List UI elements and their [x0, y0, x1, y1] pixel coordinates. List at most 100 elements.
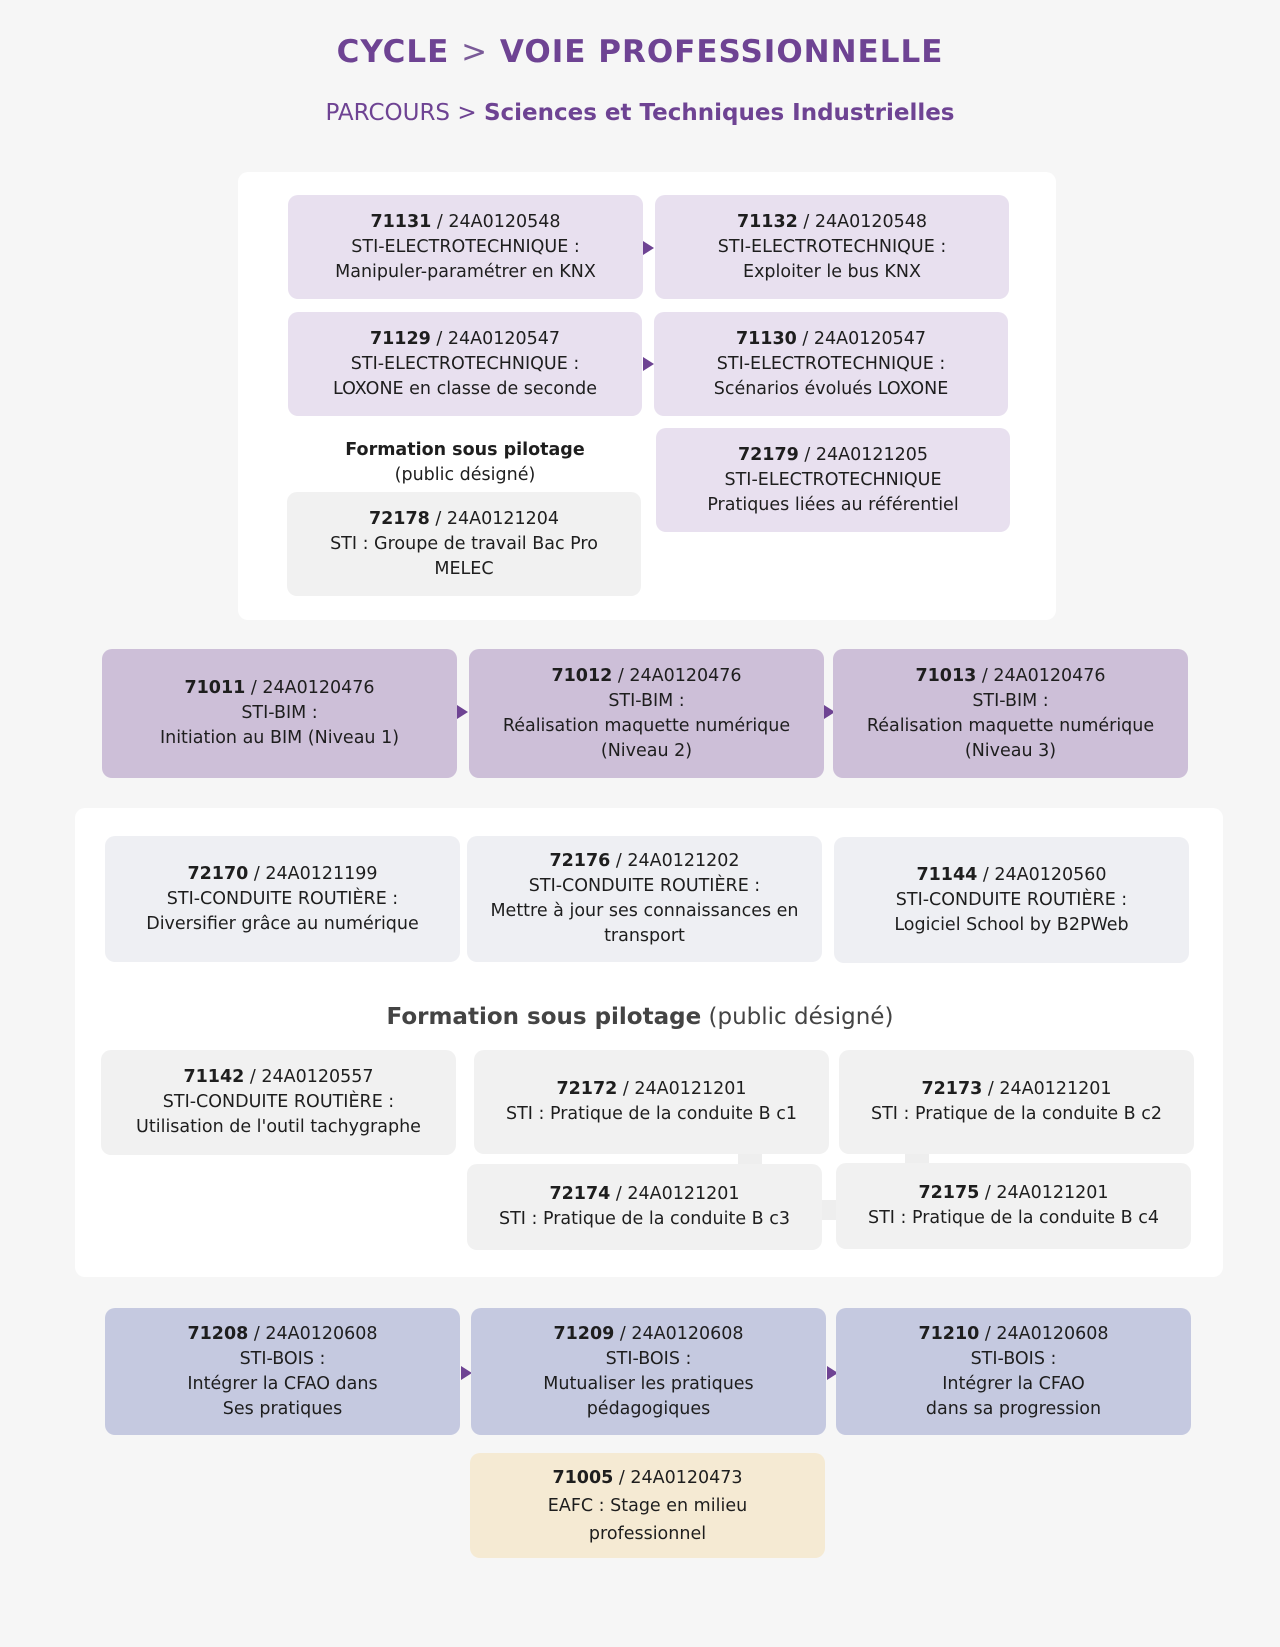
box-ref: / 24A0120547: [796, 328, 927, 349]
box-code: 71011: [184, 678, 246, 698]
box-ref: / 24A0120547: [430, 328, 561, 349]
box-code-line: 71209 / 24A0120608: [553, 1322, 743, 1347]
box-domain: STI-BIM :: [608, 690, 685, 711]
arrow-right-icon: [824, 705, 835, 719]
box-code: 72173: [921, 1079, 983, 1099]
box-title-cont: pédagogiques: [586, 1398, 711, 1419]
box-title: Réalisation maquette numérique: [866, 715, 1155, 736]
box-ref: / 24A0120473: [613, 1467, 743, 1488]
box-domain: STI-BOIS :: [239, 1348, 326, 1369]
training-box-71142[interactable]: 71142 / 24A0120557 STI-CONDUITE ROUTIÈRE…: [101, 1050, 456, 1155]
training-box-72172[interactable]: 72172 / 24A0121201 STI : Pratique de la …: [474, 1050, 829, 1154]
training-box-72173[interactable]: 72173 / 24A0121201 STI : Pratique de la …: [839, 1050, 1194, 1154]
page-title: CYCLE > VOIE PROFESSIONNELLE: [0, 34, 1280, 70]
pilotage-title: Formation sous pilotage: [386, 1004, 702, 1030]
box-domain: STI-ELECTROTECHNIQUE :: [717, 236, 947, 257]
training-box-72170[interactable]: 72170 / 24A0121199 STI-CONDUITE ROUTIÈRE…: [105, 836, 460, 962]
box-code-line: 72174 / 24A0121201: [549, 1182, 739, 1207]
training-box-71131[interactable]: 71131 / 24A0120548 STI-ELECTROTECHNIQUE …: [288, 195, 643, 299]
box-code-line: 72176 / 24A0121202: [549, 849, 739, 874]
box-title: Logiciel School by B2PWeb: [894, 914, 1129, 935]
training-box-72178[interactable]: 72178 / 24A0121204 STI : Groupe de trava…: [287, 492, 641, 596]
box-title: Réalisation maquette numérique: [502, 715, 791, 736]
parcours-label: PARCOURS: [325, 100, 451, 126]
training-box-71209[interactable]: 71209 / 24A0120608 STI-BOIS : Mutualiser…: [471, 1308, 826, 1435]
box-code: 72179: [737, 444, 799, 465]
box-code-line: 71129 / 24A0120547: [370, 327, 560, 352]
box-ref: / 24A0120476: [612, 665, 742, 686]
box-title: Utilisation de l'outil tachygraphe: [136, 1117, 421, 1137]
parcours-value: Sciences et Techniques Industrielles: [483, 100, 955, 126]
training-box-72176[interactable]: 72176 / 24A0121202 STI-CONDUITE ROUTIÈRE…: [467, 836, 822, 962]
training-box-71208[interactable]: 71208 / 24A0120608 STI-BOIS : Intégrer l…: [105, 1308, 460, 1435]
box-code-line: 71012 / 24A0120476: [551, 664, 741, 689]
box-code: 71132: [736, 211, 798, 232]
box-title: Pratiques liées au référentiel: [707, 494, 959, 515]
training-box-71005[interactable]: 71005 / 24A0120473 EAFC : Stage en milie…: [470, 1453, 825, 1558]
box-code: 72170: [187, 863, 249, 884]
box-code-line: 72178 / 24A0121204: [369, 507, 559, 532]
box-title: STI : Pratique de la conduite B c1: [506, 1104, 797, 1124]
pilotage-title: Formation sous pilotage: [345, 440, 585, 460]
box-code: 72176: [549, 851, 611, 871]
box-title: STI : Pratique de la conduite B c4: [868, 1208, 1159, 1228]
training-box-72175[interactable]: 72175 / 24A0121201 STI : Pratique de la …: [836, 1163, 1191, 1249]
box-ref: / 24A0121201: [610, 1184, 740, 1204]
box-ref: / 24A0120548: [797, 211, 928, 232]
training-box-71013[interactable]: 71013 / 24A0120476 STI-BIM : Réalisation…: [833, 649, 1188, 778]
box-code-line: 71013 / 24A0120476: [915, 664, 1105, 689]
box-code-line: 71208 / 24A0120608: [187, 1322, 377, 1347]
arrow-right-icon: [457, 705, 468, 719]
box-ref: / 24A0120548: [431, 211, 561, 232]
box-domain: STI-ELECTROTECHNIQUE :: [351, 236, 580, 257]
training-box-71129[interactable]: 71129 / 24A0120547 STI-ELECTROTECHNIQUE …: [288, 312, 642, 416]
box-domain: STI-BOIS :: [970, 1348, 1057, 1369]
box-title: STI : Pratique de la conduite B c2: [871, 1104, 1162, 1124]
arrow-right-icon: [643, 241, 654, 255]
box-title: Initiation au BIM (Niveau 1): [159, 728, 400, 748]
box-title: Scénarios évolués LOXONE: [713, 378, 949, 399]
training-box-71144[interactable]: 71144 / 24A0120560 STI-CONDUITE ROUTIÈRE…: [834, 837, 1189, 963]
box-code: 71142: [183, 1067, 245, 1087]
box-ref: / 24A0121201: [979, 1183, 1109, 1203]
training-box-72179[interactable]: 72179 / 24A0121205 STI-ELECTROTECHNIQUE …: [656, 428, 1010, 532]
box-code: 72175: [918, 1183, 980, 1203]
box-code: 71208: [187, 1323, 249, 1344]
pilotage-label: Formation sous pilotage (public désigné): [288, 438, 642, 488]
subtitle-separator: >: [457, 100, 477, 126]
training-box-71132[interactable]: 71132 / 24A0120548 STI-ELECTROTECHNIQUE …: [655, 195, 1009, 299]
box-code: 71013: [915, 665, 977, 686]
box-code: 71209: [553, 1323, 615, 1344]
box-title: LOXONE en classe de seconde: [333, 378, 597, 399]
box-code: 71129: [369, 328, 431, 349]
box-code-line: 72173 / 24A0121201: [921, 1077, 1111, 1102]
box-code: 71005: [552, 1467, 614, 1488]
box-code: 71130: [735, 328, 797, 349]
box-title-cont: MELEC: [434, 558, 494, 579]
box-ref: / 24A0120476: [245, 678, 375, 698]
box-domain: STI-CONDUITE ROUTIÈRE :: [166, 888, 399, 909]
arrow-right-icon: [827, 1366, 838, 1380]
box-code: 72174: [549, 1184, 611, 1204]
box-title-cont: Ses pratiques: [222, 1398, 343, 1419]
box-ref: / 24A0120608: [614, 1323, 744, 1344]
training-box-71130[interactable]: 71130 / 24A0120547 STI-ELECTROTECHNIQUE …: [654, 312, 1008, 416]
box-code-line: 71132 / 24A0120548: [737, 210, 927, 235]
training-box-72174[interactable]: 72174 / 24A0121201 STI : Pratique de la …: [467, 1164, 822, 1250]
pilotage-label-2: Formation sous pilotage (public désigné): [0, 1004, 1280, 1030]
box-title: Intégrer la CFAO dans: [187, 1373, 378, 1394]
box-title: Mettre à jour ses connaissances en: [490, 901, 799, 921]
box-code-line: 71131 / 24A0120548: [370, 210, 560, 235]
box-code-line: 71142 / 24A0120557: [183, 1065, 373, 1090]
arrow-right-icon: [643, 357, 654, 371]
training-box-71011[interactable]: 71011 / 24A0120476 STI-BIM : Initiation …: [102, 649, 457, 778]
box-title-cont: (Niveau 3): [964, 740, 1057, 761]
box-title-cont: (Niveau 2): [600, 740, 693, 761]
box-title: STI : Pratique de la conduite B c3: [499, 1209, 790, 1229]
box-title: Exploiter le bus KNX: [743, 261, 921, 282]
training-box-71210[interactable]: 71210 / 24A0120608 STI-BOIS : Intégrer l…: [836, 1308, 1191, 1435]
training-box-71012[interactable]: 71012 / 24A0120476 STI-BIM : Réalisation…: [469, 649, 824, 778]
box-code: 71131: [370, 211, 432, 232]
box-title-cont: professionnel: [588, 1523, 707, 1544]
pilotage-subtitle: (public désigné): [394, 465, 536, 485]
